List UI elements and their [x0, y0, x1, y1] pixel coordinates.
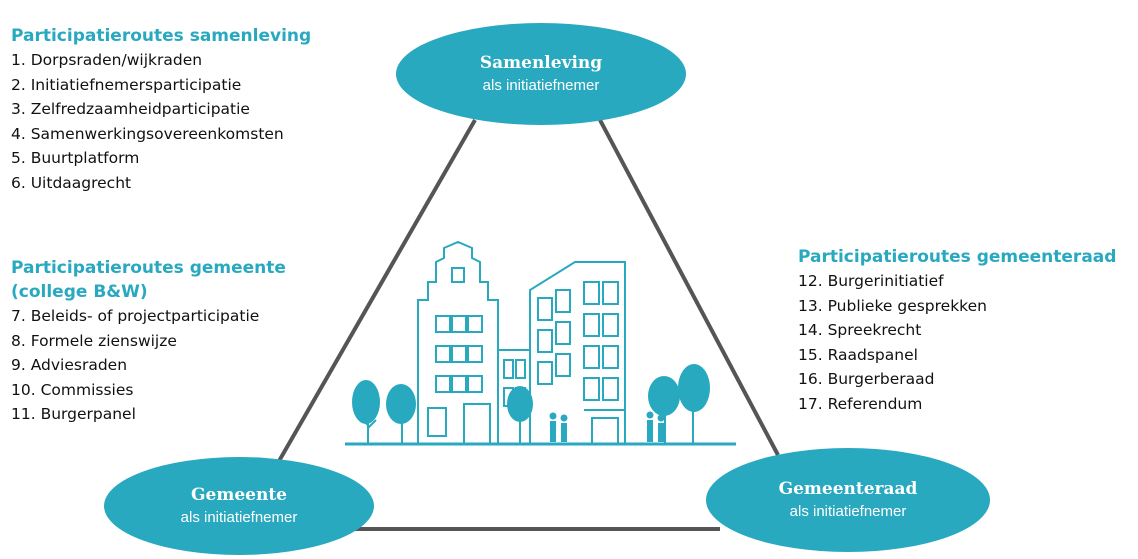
group-gemeente-title-sub: (college B&W) — [11, 282, 148, 302]
list-item: 12. Burgerinitiatief — [798, 272, 944, 290]
list-item: 9. Adviesraden — [11, 356, 128, 374]
group-gemeenteraad: Participatieroutes gemeenteraad 12. Burg… — [798, 245, 1116, 416]
list-item: 13. Publieke gesprekken — [798, 296, 987, 315]
node-samenleving-subtitle: als initiatiefnemer — [482, 77, 600, 94]
group-gemeenteraad-title: Participatieroutes gemeenteraad — [798, 247, 1117, 267]
list-item: 3. Zelfredzaamheidparticipatie — [11, 100, 250, 118]
edge-samenleving-gemeenteraad — [598, 119, 780, 456]
list-item: 4. Samenwerkingsovereenkomsten — [11, 124, 284, 143]
list-item: 16. Burgerberaad — [798, 370, 935, 388]
node-samenleving: Samenleving als initiatiefnemer — [396, 23, 686, 125]
node-gemeenteraad: Gemeenteraad als initiatiefnemer — [706, 448, 990, 552]
list-item: 1. Dorpsraden/wijkraden — [11, 51, 203, 69]
list-item: 11. Burgerpanel — [11, 405, 136, 423]
group-samenleving: Participatieroutes samenleving 1. Dorpsr… — [11, 24, 311, 195]
list-item: 7. Beleids- of projectparticipatie — [11, 307, 260, 325]
node-gemeenteraad-title: Gemeenteraad — [778, 479, 918, 499]
group-samenleving-title: Participatieroutes samenleving — [11, 26, 312, 46]
node-gemeente-subtitle: als initiatiefnemer — [180, 509, 298, 526]
node-gemeenteraad-subtitle: als initiatiefnemer — [789, 503, 907, 520]
edge-samenleving-gemeente — [273, 119, 477, 469]
group-gemeente-title: Participatieroutes gemeente — [11, 258, 286, 278]
list-item: 6. Uitdaagrecht — [11, 173, 132, 192]
node-gemeente: Gemeente als initiatiefnemer — [104, 457, 374, 555]
list-item: 10. Commissies — [11, 380, 134, 399]
list-item: 17. Referendum — [798, 394, 923, 413]
list-item: 15. Raadspanel — [798, 345, 918, 364]
city-buildings-illustration — [345, 240, 736, 446]
node-samenleving-title: Samenleving — [479, 53, 603, 73]
node-gemeente-title: Gemeente — [191, 485, 287, 505]
list-item: 14. Spreekrecht — [798, 321, 922, 339]
list-item: 5. Buurtplatform — [11, 149, 140, 167]
group-gemeente: Participatieroutes gemeente (college B&W… — [11, 256, 286, 427]
list-item: 2. Initiatiefnemersparticipatie — [11, 75, 242, 94]
list-item: 8. Formele zienswijze — [11, 331, 177, 350]
